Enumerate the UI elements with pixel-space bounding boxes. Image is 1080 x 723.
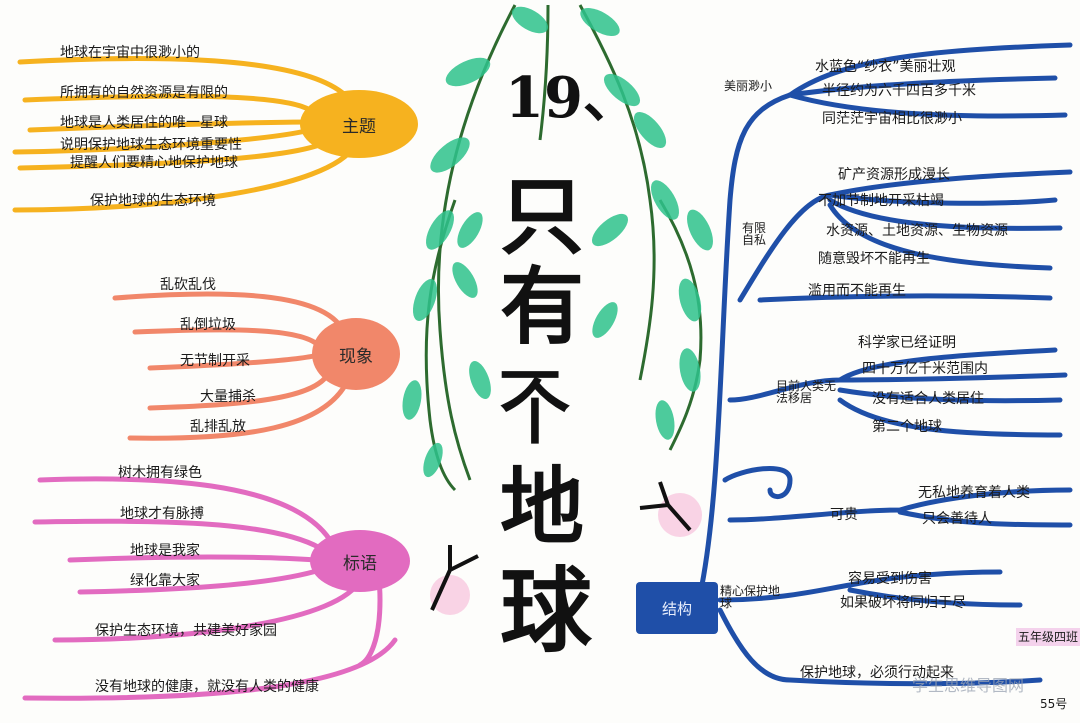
structure-item: 同茫茫宇宙相比很渺小 (822, 111, 962, 127)
title-char-2: 有 (500, 257, 585, 356)
phenomena-item: 乱砍乱伐 (160, 277, 216, 293)
theme-item: 地球在宇宙中很渺小的 (60, 45, 200, 61)
structure-branch-lines (697, 42, 1073, 687)
structure-group-label: 美丽渺小 (724, 79, 773, 93)
structure-item: 只会善待人 (922, 511, 992, 527)
phenomena-item: 乱排乱放 (190, 419, 246, 435)
structure-item: 不加节制地开采枯竭 (818, 193, 944, 209)
watermark: 学生思维导图网 (912, 676, 1025, 695)
slogan-item: 树木拥有绿色 (118, 465, 202, 481)
structure-item: 四十万亿千米范围内 (862, 361, 988, 377)
vine-decoration (424, 4, 703, 492)
structure-item: 水资源、土地资源、生物资源 (826, 223, 1008, 239)
slogan-item: 地球是我家 (130, 543, 200, 559)
title-char-5: 地 (500, 457, 585, 556)
structure-item: 保护地球，必须行动起来 (800, 665, 954, 681)
structure-node-label: 结构 (661, 599, 692, 618)
title-char-1: 只 (500, 167, 585, 266)
structure-item: 科学家已经证明 (858, 335, 956, 351)
phenomena-item: 大量捕杀 (200, 389, 256, 405)
structure-group-label: 可贵 (830, 507, 858, 523)
title-char-6: 球 (500, 557, 593, 665)
theme-item: 所拥有的自然资源是有限的 (60, 85, 228, 101)
structure-group-label: 目前人类无法移居 (776, 379, 837, 405)
phenomena-item: 乱倒垃圾 (180, 317, 236, 333)
structure-item: 第二个地球 (872, 419, 942, 435)
structure-item: 没有适合人类居住 (872, 391, 984, 407)
slogan-item: 绿化靠大家 (130, 573, 200, 589)
blossom-decoration (430, 481, 702, 615)
phenomena-node: 现象 (312, 318, 400, 390)
structure-item: 容易受到伤害 (848, 571, 932, 587)
title-char-4: 个 (500, 371, 570, 454)
structure-item: 滥用而不能再生 (808, 283, 906, 299)
slogans-node-label: 标语 (343, 553, 377, 574)
structure-item: 半径约为六千四百多千米 (822, 83, 976, 99)
student-number: 55号 (1040, 697, 1068, 711)
theme-item: 说明保护地球生态环境重要性 (60, 137, 242, 153)
vine-leaves (402, 6, 713, 478)
title-number: 19、 (505, 65, 639, 131)
slogan-item: 没有地球的健康，就没有人类的健康 (95, 679, 319, 695)
theme-item: 地球是人类居住的唯一星球 (60, 115, 228, 131)
structure-item: 随意毁坏不能再生 (818, 251, 930, 267)
structure-item: 矿产资源形成漫长 (838, 167, 950, 183)
structure-group-label: 有限自私 (742, 221, 767, 247)
structure-item: 无私地养育着人类 (918, 485, 1030, 501)
phenomena-item: 无节制开采 (180, 353, 250, 369)
theme-item: 保护地球的生态环境 (90, 193, 216, 209)
theme-node: 主题 (300, 90, 418, 158)
theme-branch-lines (12, 56, 358, 213)
structure-node: 结构 (636, 582, 718, 634)
slogan-item: 保护生态环境，共建美好家园 (95, 623, 277, 639)
slogans-node: 标语 (310, 530, 410, 592)
phenomena-node-label: 现象 (339, 346, 373, 367)
structure-item: 如果破坏将同归于尽 (840, 595, 966, 611)
theme-item: 提醒人们要精心地保护地球 (70, 155, 238, 171)
theme-node-label: 主题 (342, 116, 376, 137)
structure-item: 水蓝色“纱衣”美丽壮观 (815, 59, 956, 75)
structure-group-label: 精心保护地球 (720, 584, 781, 610)
corner-note: 五年级四班 (1016, 628, 1080, 647)
title-char-3: 一 (500, 343, 560, 413)
slogan-item: 地球才有脉搏 (120, 506, 204, 522)
phenomena-branch-lines (112, 291, 353, 441)
